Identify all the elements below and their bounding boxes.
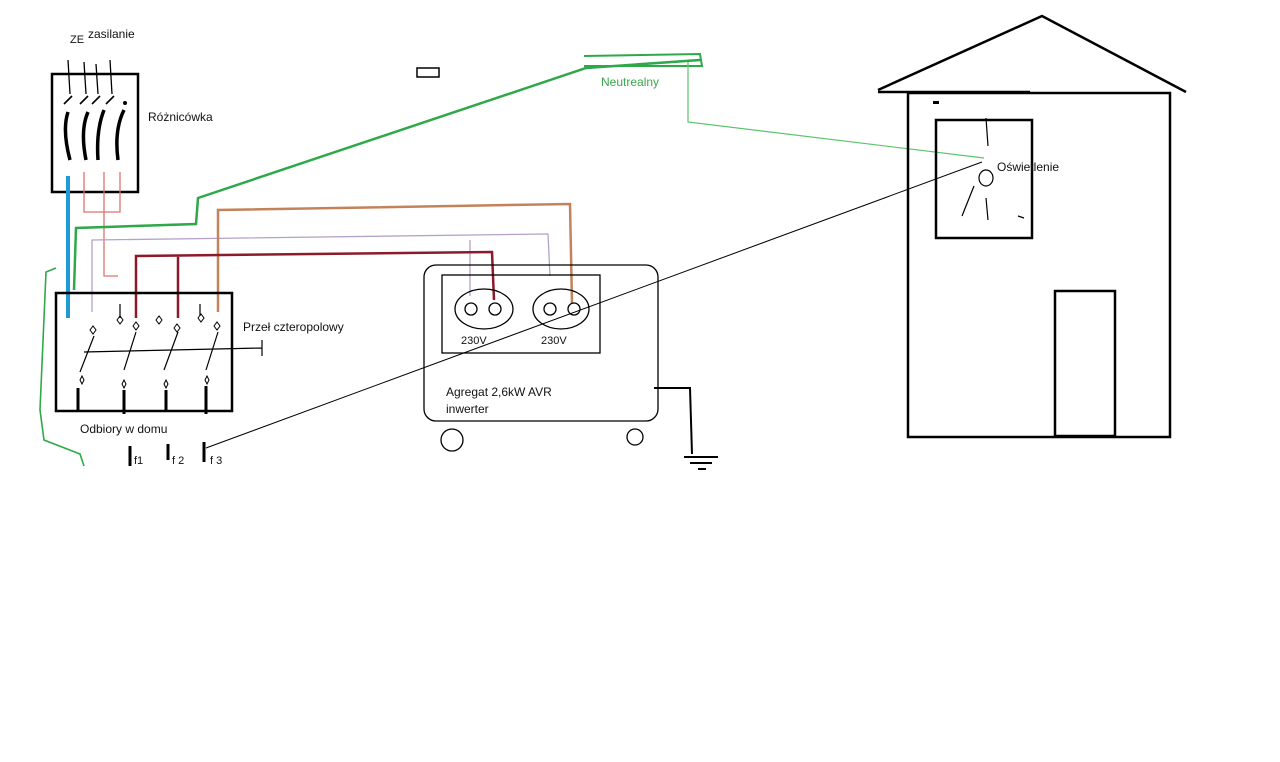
- lamp-icon: [961, 117, 1025, 221]
- neutral-top-stub: [583, 52, 704, 67]
- label-socket1: 230V: [461, 335, 487, 347]
- lavender-wire-long: [91, 233, 551, 312]
- label-oswietlenie: Oświetlenie: [997, 160, 1059, 174]
- house: [877, 14, 1187, 439]
- neutral-thin-green-wire: [687, 62, 985, 159]
- label-socket2: 230V: [541, 335, 567, 347]
- brown-wire: [216, 202, 574, 312]
- four-pole-switch: [54, 291, 263, 414]
- label-f2: f 2: [172, 455, 184, 467]
- lamp-feed-wire: [205, 161, 983, 449]
- label-roznicowka: Różnicówka: [148, 110, 213, 124]
- label-przel: Przeł czteropolowy: [243, 320, 344, 334]
- dark-red-wire: [134, 250, 496, 318]
- label-neutrealny: Neutrealny: [601, 75, 659, 89]
- label-f3: f 3: [210, 455, 222, 467]
- pe-green-loop: [39, 267, 85, 467]
- pink-wire-upper: [83, 172, 121, 213]
- label-odbiory: Odbiory w domu: [80, 422, 167, 436]
- rcd-box: [50, 59, 140, 194]
- generator: [423, 264, 659, 452]
- output-legs: [128, 442, 206, 466]
- label-f1: f1: [134, 455, 143, 467]
- label-agregat: Agregat 2,6kW AVR: [446, 385, 552, 399]
- small-rectangle: [416, 67, 440, 78]
- label-inwerter: inwerter: [446, 402, 489, 416]
- pink-wire-down: [103, 172, 118, 277]
- ground-icon: [654, 387, 718, 470]
- label-ze: ZE: [70, 34, 84, 46]
- label-zasilanie: zasilanie: [88, 27, 135, 41]
